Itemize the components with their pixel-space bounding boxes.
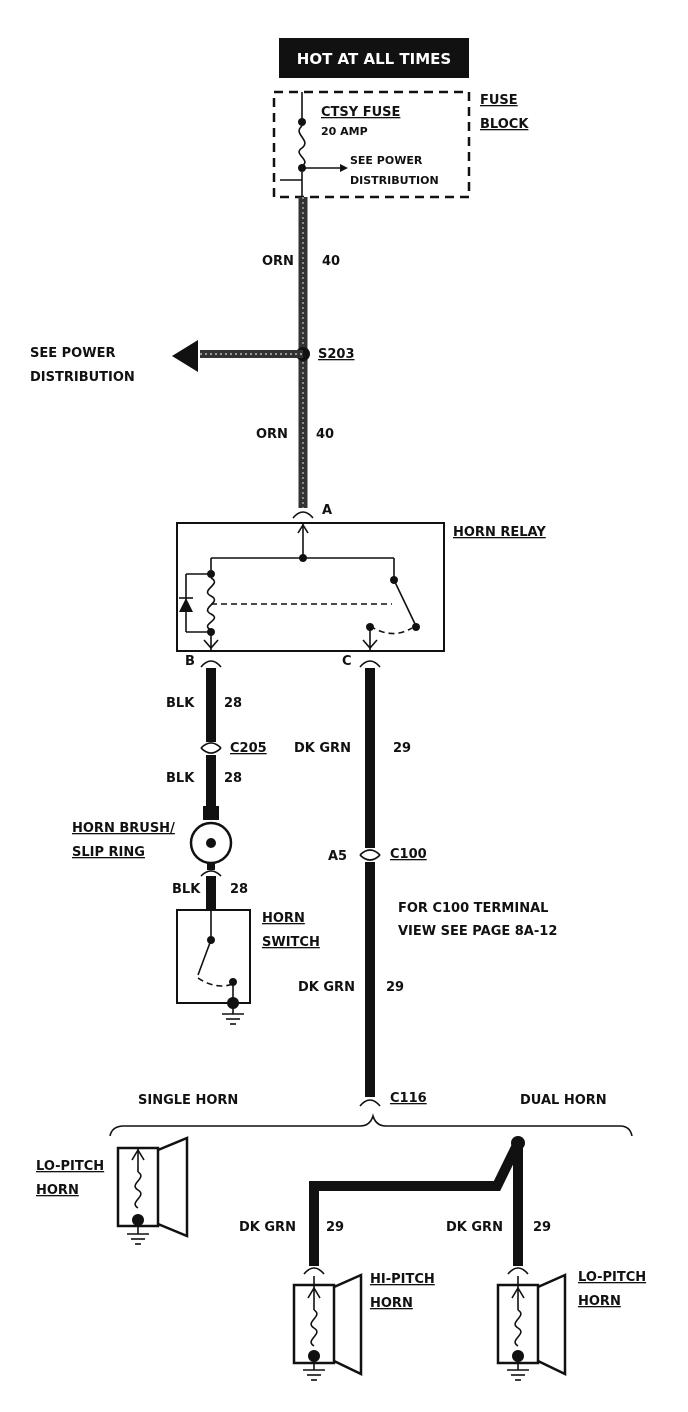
hi-horn-connector: [303, 1267, 325, 1275]
orn-wire-number-2: 40: [316, 427, 334, 442]
fuse-block-box: [272, 90, 471, 199]
horn-relay-box: [176, 522, 445, 652]
splice-note-2: DISTRIBUTION: [30, 370, 135, 385]
hi-horn-name-1: HI-PITCH: [370, 1272, 435, 1287]
option-brace: [109, 1113, 633, 1137]
brush-holder: [203, 806, 219, 820]
relay-terminal-c: C: [342, 654, 352, 669]
hot-banner: [279, 38, 469, 78]
orn-wire-color-2: ORN: [256, 427, 288, 442]
orn-wire-color-1: ORN: [262, 254, 294, 269]
c100-connector-bottom: [359, 854, 381, 861]
hi-horn-wire-number: 29: [326, 1220, 344, 1235]
lo-horn-wire-number: 29: [533, 1220, 551, 1235]
switch-label-1: HORN: [262, 911, 305, 926]
power-dist-arrow-small: [340, 164, 348, 172]
blk-wire-color-3: BLK: [172, 882, 201, 897]
c205-label: C205: [230, 741, 267, 756]
lo-horn-wire-color: DK GRN: [446, 1220, 503, 1235]
blk-wire-number-2: 28: [224, 771, 242, 786]
brush-label-1: HORN BRUSH/: [72, 821, 175, 836]
c100-note-2: VIEW SEE PAGE 8A-12: [398, 924, 557, 939]
blk-wire-color-1: BLK: [166, 696, 195, 711]
relay-terminal-b: B: [185, 654, 195, 669]
dual-horn-label: DUAL HORN: [520, 1093, 607, 1108]
fuse-block-label-2: BLOCK: [480, 117, 529, 132]
relay-coil: [206, 577, 216, 631]
dk-grn-wire-number-1: 29: [393, 741, 411, 756]
c100-note-1: FOR C100 TERMINAL: [398, 901, 548, 916]
fuse-note-2: DISTRIBUTION: [350, 174, 439, 187]
fuse-block-label-1: FUSE: [480, 93, 518, 108]
lo-horn-name-1: LO-PITCH: [578, 1270, 646, 1285]
dk-grn-wire-color-1: DK GRN: [294, 741, 351, 756]
connector-b: [200, 660, 222, 668]
orn-wire-number-1: 40: [322, 254, 340, 269]
dk-grn-wire-color-2: DK GRN: [298, 980, 355, 995]
fuse-rating: 20 AMP: [321, 125, 368, 138]
hot-banner-label: HOT AT ALL TIMES: [297, 50, 451, 68]
c205-connector-bottom: [200, 747, 222, 754]
lo-horn-connector: [507, 1267, 529, 1275]
single-horn-name-1: LO-PITCH: [36, 1159, 104, 1174]
hi-horn-coil: [310, 1309, 318, 1347]
c100-label: C100: [390, 847, 427, 862]
horn-switch-box: [176, 909, 251, 1004]
fuse-terminal-top: [298, 118, 306, 126]
dk-grn-wire-number-2: 29: [386, 980, 404, 995]
connector-c: [359, 660, 381, 668]
single-horn-bell: [157, 1136, 189, 1238]
relay-contact-arm: [393, 579, 417, 627]
splice-id: S203: [318, 347, 355, 362]
relay-terminal-a: A: [322, 503, 332, 518]
lo-horn-coil: [514, 1309, 522, 1347]
power-dist-arrow: [172, 340, 198, 372]
hi-horn-name-2: HORN: [370, 1296, 413, 1311]
single-horn-coil: [134, 1171, 142, 1209]
brush-label-2: SLIP RING: [72, 845, 145, 860]
lo-horn-name-2: HORN: [578, 1294, 621, 1309]
relay-diode: [179, 598, 193, 612]
c205-connector-top: [200, 742, 222, 749]
dual-horn-splice: [511, 1136, 525, 1150]
c116-connector: [359, 1099, 381, 1107]
fuse-element: [298, 125, 306, 167]
c100-connector-top: [359, 849, 381, 856]
single-horn-label: SINGLE HORN: [138, 1093, 238, 1108]
switch-label-2: SWITCH: [262, 935, 320, 950]
single-horn-name-2: HORN: [36, 1183, 79, 1198]
fuse-name: CTSY FUSE: [321, 105, 400, 120]
c100-terminal: A5: [328, 849, 347, 864]
c116-label: C116: [390, 1091, 427, 1106]
switch-arm: [197, 939, 212, 976]
blk-wire-number-1: 28: [224, 696, 242, 711]
fuse-note-1: SEE POWER: [350, 154, 423, 167]
hi-horn-wire-color: DK GRN: [239, 1220, 296, 1235]
connector-a: [292, 511, 314, 519]
dual-horn-wire: [309, 1140, 523, 1266]
blk-wire-color-2: BLK: [166, 771, 195, 786]
splice-note-1: SEE POWER: [30, 346, 115, 361]
brush-connector: [200, 870, 222, 877]
relay-contact-end: [412, 623, 420, 631]
lo-horn-bell: [537, 1273, 567, 1376]
blk-wire-number-3: 28: [230, 882, 248, 897]
hi-horn-bell: [333, 1273, 363, 1376]
horn-relay-title: HORN RELAY: [453, 525, 546, 540]
